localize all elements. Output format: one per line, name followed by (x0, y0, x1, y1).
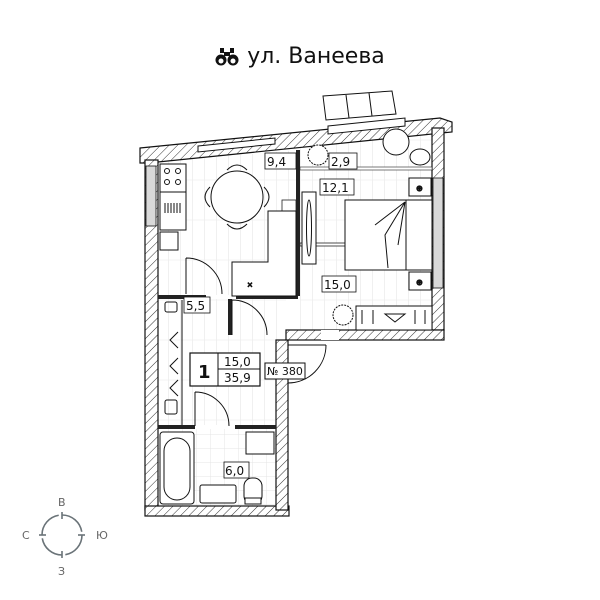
bedroom-furniture: ⊕ ⊕ (301, 177, 433, 331)
compass-left: С (22, 529, 30, 542)
street-header: ул. Ванеева (0, 44, 600, 69)
svg-text:×: × (247, 281, 253, 289)
rooms-count: 1 (198, 362, 211, 383)
walls (139, 117, 453, 517)
street-name: ул. Ванеева (247, 44, 385, 69)
hallway-furniture (164, 300, 183, 425)
svg-text:12,1: 12,1 (322, 181, 349, 195)
bathroom-fixtures (159, 431, 275, 505)
binoculars-icon (215, 47, 239, 67)
balcony-furniture (307, 128, 431, 166)
compass-top: В (58, 496, 66, 509)
svg-text:6,0: 6,0 (225, 464, 244, 478)
svg-text:9,4: 9,4 (267, 155, 286, 169)
compass-right: Ю (96, 529, 108, 542)
area-label-bathroom: 6,0 (223, 461, 250, 479)
living-area: 15,0 (224, 355, 251, 369)
doors (185, 257, 327, 427)
total-area: 35,9 (224, 371, 251, 385)
area-label-bedroom: 15,0 (321, 275, 357, 293)
svg-text:⊕: ⊕ (416, 184, 423, 193)
svg-text:2,9: 2,9 (331, 155, 350, 169)
balcony-bump (322, 90, 397, 121)
svg-text:№ 380: № 380 (267, 365, 303, 378)
kitchen-furniture: × (159, 163, 297, 297)
area-label-kitchen: 9,4 (264, 152, 297, 170)
area-label-balcony: 2,9 (328, 152, 358, 170)
svg-text:⊕: ⊕ (416, 278, 423, 287)
apartment-number: № 380 (264, 362, 306, 380)
svg-text:15,0: 15,0 (324, 278, 351, 292)
compass-bottom: З (58, 565, 65, 578)
room-labels: 9,4 2,9 12,1 15,0 5,5 6,0 (183, 152, 358, 479)
area-label-hall-top: 12,1 (319, 178, 355, 196)
svg-text:5,5: 5,5 (186, 299, 205, 313)
compass: В С Ю З (22, 496, 108, 578)
summary-box: 1 15,0 35,9 (189, 352, 261, 387)
area-label-hallway: 5,5 (183, 296, 211, 314)
